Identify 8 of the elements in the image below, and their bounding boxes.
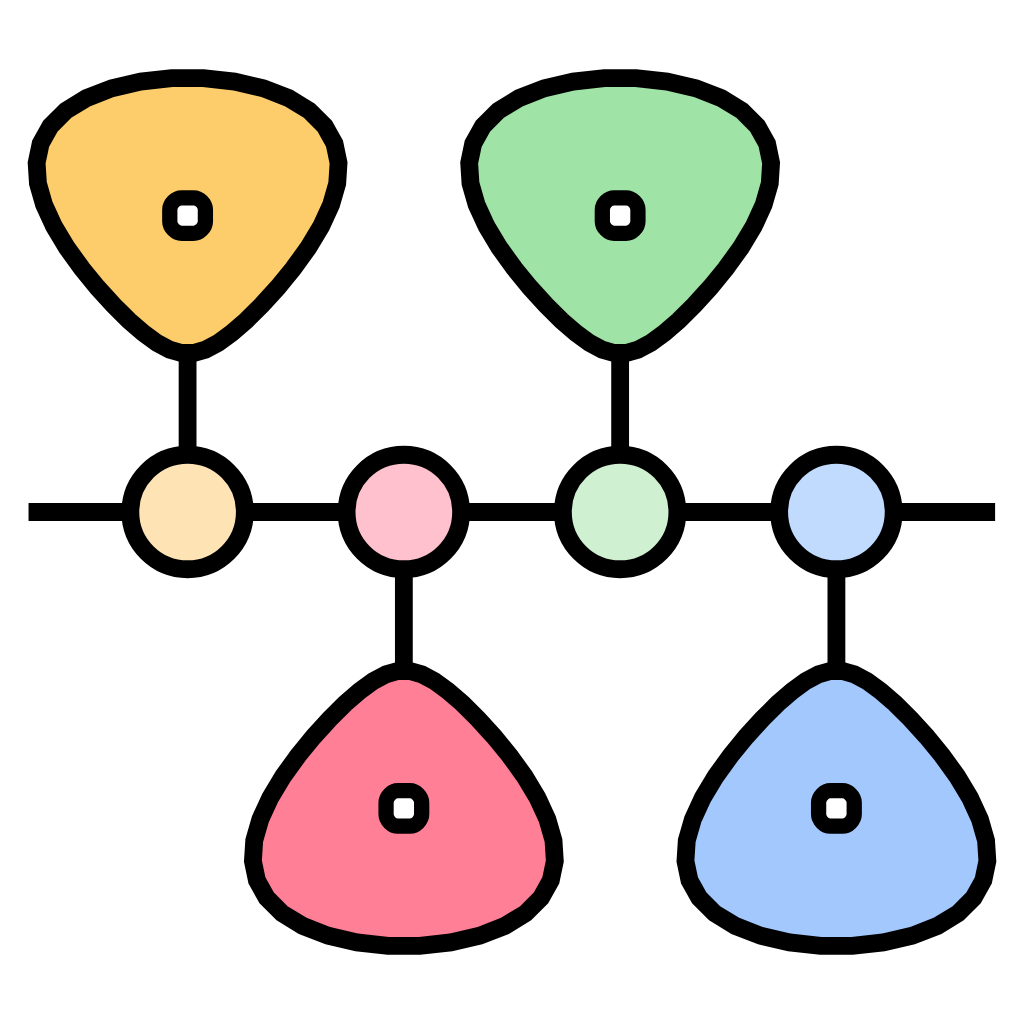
node-circle xyxy=(770,445,903,579)
node-pin xyxy=(243,662,564,955)
node-circle xyxy=(337,445,470,579)
node-pin xyxy=(27,69,348,362)
node-pin xyxy=(460,69,781,362)
node-circle xyxy=(554,445,687,579)
node-pin xyxy=(676,662,997,955)
node-circle xyxy=(121,445,254,579)
